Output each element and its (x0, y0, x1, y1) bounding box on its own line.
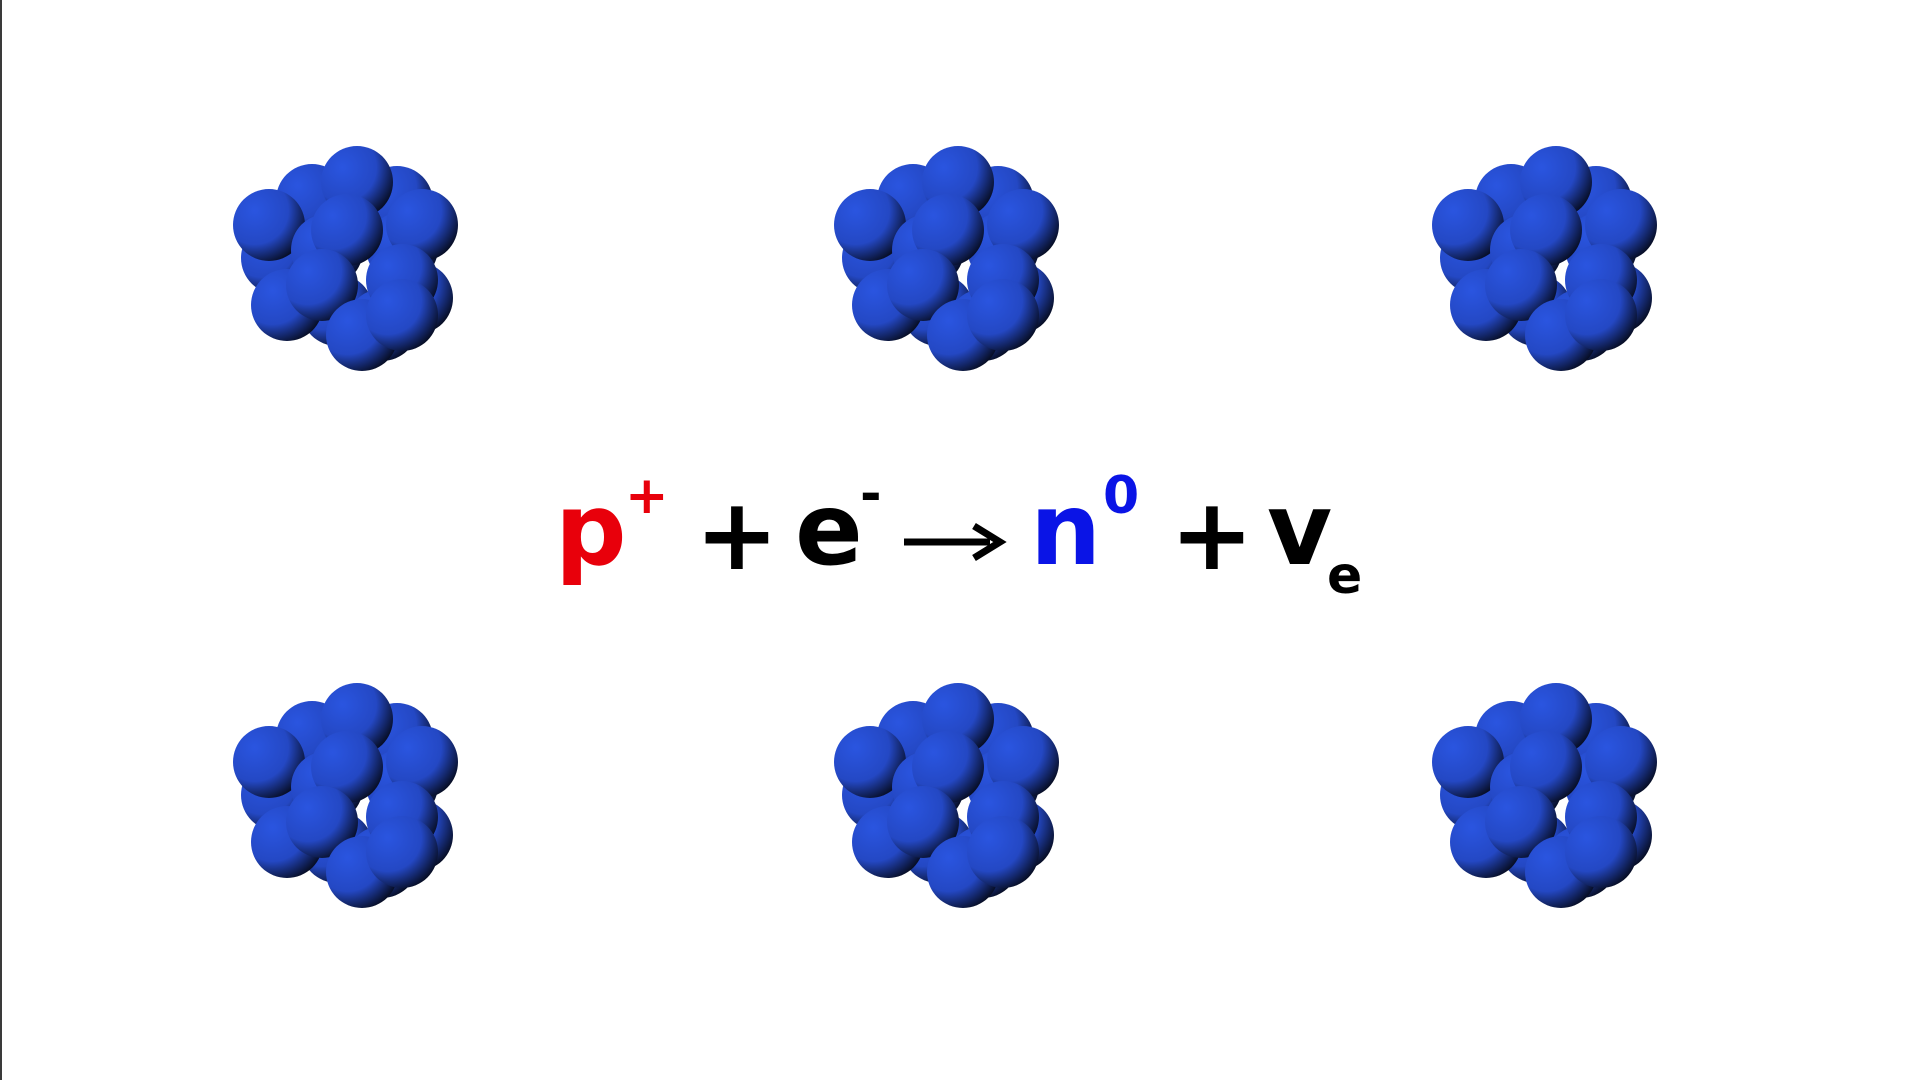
nucleon-sphere (987, 189, 1059, 261)
nucleon-sphere (1432, 189, 1504, 261)
nucleon-sphere (1485, 249, 1557, 321)
plus-sign: + (695, 476, 779, 593)
neutrino-symbol: v (1267, 471, 1333, 588)
nucleon-sphere (834, 726, 906, 798)
nucleon-sphere (1565, 816, 1637, 888)
nucleus-top-left (217, 130, 487, 400)
nucleon-sphere (311, 194, 383, 266)
nucleon-sphere (1510, 731, 1582, 803)
nucleus-icon (834, 683, 1059, 908)
nucleon-sphere (386, 726, 458, 798)
neutron-symbol: n (1030, 471, 1102, 588)
nucleon-sphere (311, 731, 383, 803)
neutrino-flavor-subscript: e (1327, 546, 1363, 606)
nucleus-icon (1432, 146, 1657, 371)
nucleon-sphere (286, 249, 358, 321)
proton-symbol: p (555, 471, 627, 588)
electron-symbol: e (795, 471, 863, 588)
nucleon-sphere (887, 249, 959, 321)
nucleon-sphere (912, 194, 984, 266)
nucleon-sphere (1432, 726, 1504, 798)
nucleon-sphere (233, 189, 305, 261)
nucleus-bottom-center (818, 667, 1088, 937)
nucleon-sphere (1510, 194, 1582, 266)
nucleon-sphere (967, 816, 1039, 888)
nucleus-icon (834, 146, 1059, 371)
nucleus-icon (233, 146, 458, 371)
electron-charge: - (860, 464, 882, 524)
nucleon-sphere (286, 786, 358, 858)
electron-capture-equation: p + + e - n 0 + v e (555, 464, 1415, 620)
neutron-charge: 0 (1103, 466, 1140, 526)
nucleon-sphere (834, 189, 906, 261)
nucleus-top-right (1416, 130, 1686, 400)
nucleon-sphere (1565, 279, 1637, 351)
nucleus-icon (233, 683, 458, 908)
nucleus-bottom-left (217, 667, 487, 937)
plus-sign: + (1170, 476, 1254, 593)
nucleon-sphere (386, 189, 458, 261)
nucleon-sphere (912, 731, 984, 803)
nucleus-icon (1432, 683, 1657, 908)
nucleon-sphere (1585, 189, 1657, 261)
nucleus-top-center (818, 130, 1088, 400)
proton-charge: + (625, 466, 669, 526)
nucleon-sphere (987, 726, 1059, 798)
nucleus-bottom-right (1416, 667, 1686, 937)
nucleon-sphere (967, 279, 1039, 351)
nucleon-sphere (1585, 726, 1657, 798)
reaction-arrow-icon (904, 523, 1007, 561)
nucleon-sphere (233, 726, 305, 798)
nucleon-sphere (366, 279, 438, 351)
nucleon-sphere (1485, 786, 1557, 858)
frame-border (0, 0, 2, 1080)
nucleon-sphere (366, 816, 438, 888)
nucleon-sphere (887, 786, 959, 858)
